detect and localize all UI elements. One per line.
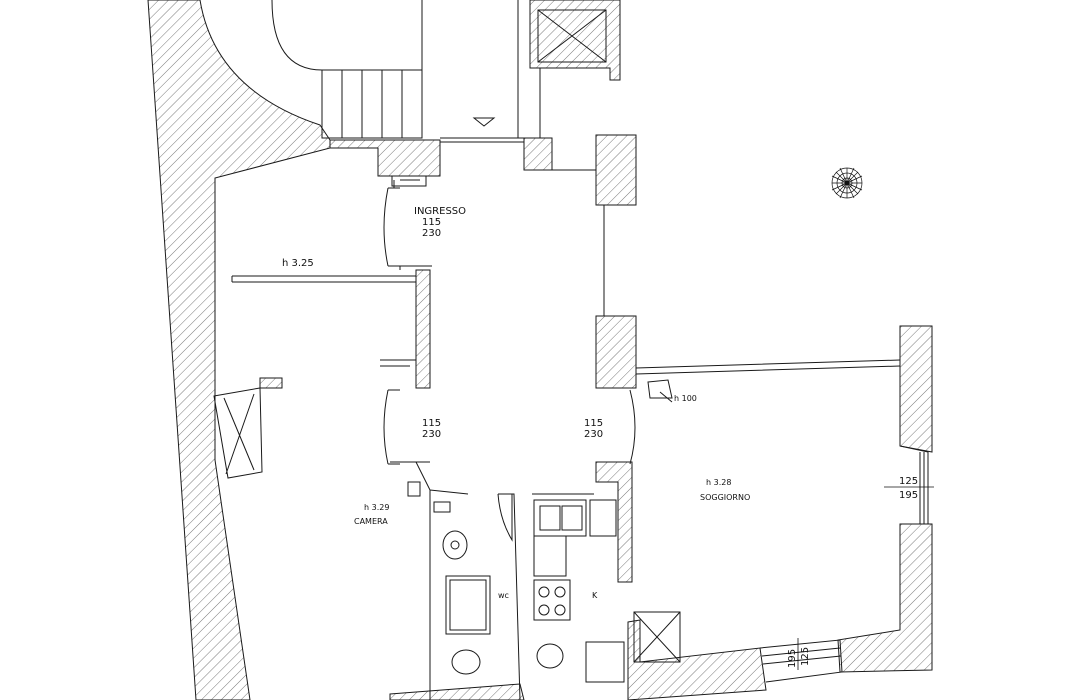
shaft-cross bbox=[537, 9, 607, 63]
kitchen-wall bbox=[595, 461, 633, 583]
shaft-upper bbox=[529, 0, 621, 81]
compass-icon bbox=[831, 167, 863, 199]
camera-door-height: 230 bbox=[422, 429, 441, 440]
bidet bbox=[536, 643, 564, 669]
south-wall-mid bbox=[627, 619, 767, 700]
doors bbox=[380, 175, 636, 542]
label-wc: wc bbox=[498, 591, 509, 600]
window-east bbox=[899, 445, 929, 525]
fixtures bbox=[407, 461, 681, 700]
stair-outline bbox=[271, 0, 423, 71]
soggiorno-door-height: 230 bbox=[584, 429, 603, 440]
entry-threshold bbox=[440, 137, 524, 143]
outlines bbox=[213, 0, 929, 683]
entry-arrow bbox=[472, 117, 496, 127]
east-wall-lower bbox=[837, 523, 933, 673]
label-hall-height: h 3.25 bbox=[282, 258, 314, 269]
door-wc-swing bbox=[497, 493, 513, 542]
jamb-east-middle bbox=[595, 315, 637, 389]
toilet bbox=[451, 649, 481, 675]
label-kitchen: K bbox=[592, 591, 598, 600]
south-window-width: 125 bbox=[800, 647, 811, 666]
basin bbox=[442, 530, 468, 560]
partition-stub bbox=[259, 377, 283, 389]
stair-landing bbox=[321, 70, 423, 139]
shower bbox=[445, 575, 491, 635]
soggiorno-door-width: 115 bbox=[584, 418, 603, 429]
cooktop bbox=[533, 579, 571, 621]
label-camera: CAMERA bbox=[354, 517, 388, 526]
east-window-height: 195 bbox=[899, 490, 918, 501]
label-soggiorno-height: h 3.28 bbox=[706, 478, 731, 487]
entrance-door-height: 230 bbox=[422, 228, 441, 239]
soggiorno-top-wall bbox=[635, 359, 901, 375]
north-wall-right bbox=[523, 137, 553, 171]
door-camera-swing bbox=[383, 389, 400, 465]
hall-partition bbox=[231, 275, 416, 283]
walls bbox=[147, 0, 933, 700]
camera-door-width: 115 bbox=[422, 418, 441, 429]
corridor-wall bbox=[415, 269, 431, 389]
jamb-east-upper bbox=[595, 134, 637, 206]
door-soggiorno-swing bbox=[598, 387, 636, 465]
north-wall-left bbox=[329, 139, 441, 177]
bathroom-walls bbox=[415, 461, 594, 700]
south-window-height: 195 bbox=[787, 649, 798, 668]
east-wall-upper bbox=[899, 325, 933, 453]
label-camera-height: h 3.29 bbox=[364, 503, 389, 512]
label-sill-height: h 100 bbox=[674, 394, 697, 403]
west-wall bbox=[147, 0, 331, 700]
entrance-door-width: 115 bbox=[422, 217, 441, 228]
door-entrance-swing bbox=[383, 180, 400, 267]
window-west bbox=[213, 387, 263, 479]
window-south bbox=[759, 639, 843, 683]
east-window-width: 125 bbox=[899, 476, 918, 487]
south-wall-left bbox=[389, 683, 525, 700]
label-soggiorno: SOGGIORNO bbox=[700, 493, 750, 502]
label-ingresso: INGRESSO bbox=[414, 206, 466, 217]
